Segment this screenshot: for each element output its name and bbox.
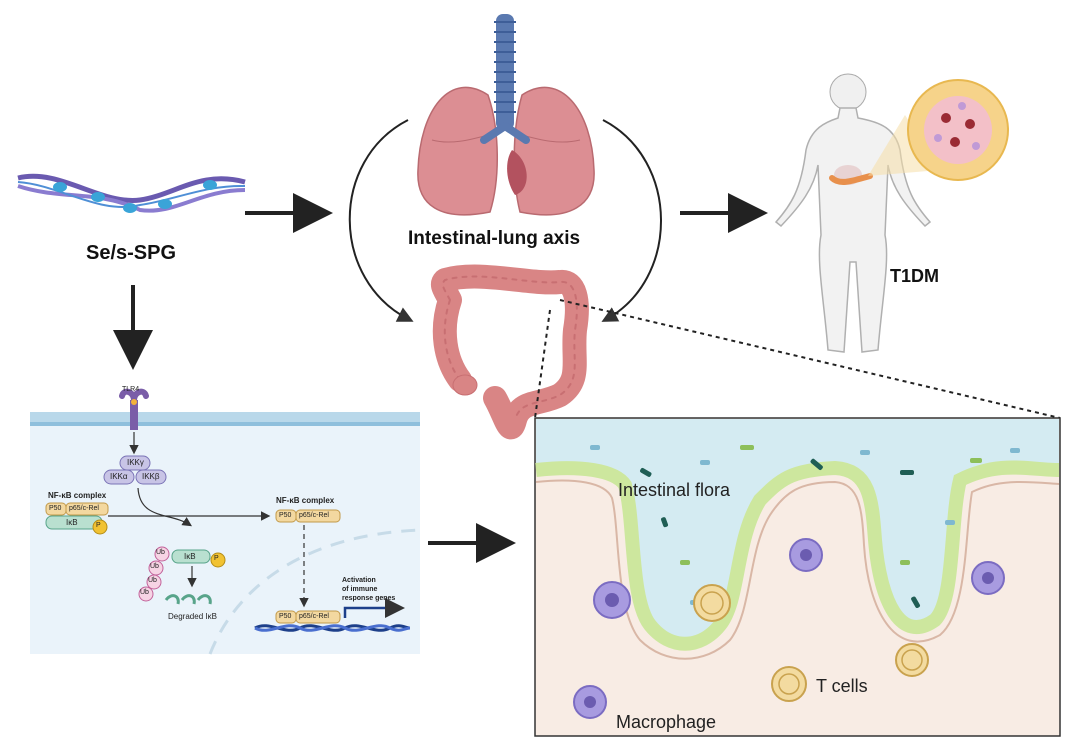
flora-label: Intestinal flora <box>618 480 731 500</box>
islet-icon <box>907 79 1009 181</box>
tlr4-receptor-icon <box>119 388 149 430</box>
phospho-label-mid: P <box>214 555 219 562</box>
ikb-label-mid: IκB <box>184 552 196 561</box>
p50-label-right: P50 <box>279 512 292 519</box>
axis-arrow-left <box>348 119 414 322</box>
zoom-line-1 <box>559 299 1061 419</box>
degraded-label: Degraded IκB <box>168 612 217 621</box>
ikk-beta-box <box>135 469 167 485</box>
ubiquitin-chain-icon <box>138 546 170 602</box>
ikk-alpha-box <box>103 469 135 485</box>
pathway-panel <box>30 388 421 655</box>
ub-label-4: Ub <box>140 589 149 596</box>
macrophage-icon <box>573 538 1005 719</box>
lungs-icon <box>417 14 595 216</box>
tlr4-label: TLR4 <box>122 386 140 393</box>
colon-icon <box>430 264 589 440</box>
axis-arrow-right <box>601 119 662 322</box>
ikk-beta-label: IKKβ <box>142 472 160 481</box>
tcells-label: T cells <box>816 676 868 696</box>
disease-label: T1DM <box>890 266 939 286</box>
dna-icon <box>254 624 411 632</box>
complex-label-right: NF-κB complex <box>276 496 335 505</box>
p50-label-nucleus: P50 <box>279 613 292 620</box>
activation-label-1: Activation <box>342 577 376 584</box>
p65-label-left: p65/c-Rel <box>69 505 99 512</box>
ikk-gamma-label: IKKγ <box>127 458 144 467</box>
tcell-icon <box>693 584 929 702</box>
ub-label-3: Ub <box>148 577 157 584</box>
phospho-label-left: P <box>96 522 101 529</box>
ub-label-2: Ub <box>150 563 159 570</box>
human-body-icon <box>774 73 940 353</box>
p65-label-right: p65/c-Rel <box>299 512 329 519</box>
complex-label-left: NF-κB complex <box>48 491 107 500</box>
p50-label-left: P50 <box>49 505 62 512</box>
ikb-label-left: IκB <box>66 518 78 527</box>
axis-label: Intestinal-lung axis <box>408 228 581 249</box>
macrophage-label: Macrophage <box>616 712 717 732</box>
activation-label-3: response genes <box>342 595 396 602</box>
degraded-ikb-icon <box>164 594 212 605</box>
activation-label-2: of immune <box>342 586 378 593</box>
zoom-line-2 <box>534 309 551 419</box>
compound-label: Se/s-SPG <box>86 242 177 264</box>
ikk-gamma-box <box>119 455 151 471</box>
sespg-strand-icon <box>17 173 246 213</box>
p65-label-nucleus: p65/c-Rel <box>299 613 329 620</box>
ikk-alpha-label: IKKα <box>110 472 128 481</box>
gut-panel <box>534 417 1061 737</box>
ub-label-1: Ub <box>156 549 165 556</box>
